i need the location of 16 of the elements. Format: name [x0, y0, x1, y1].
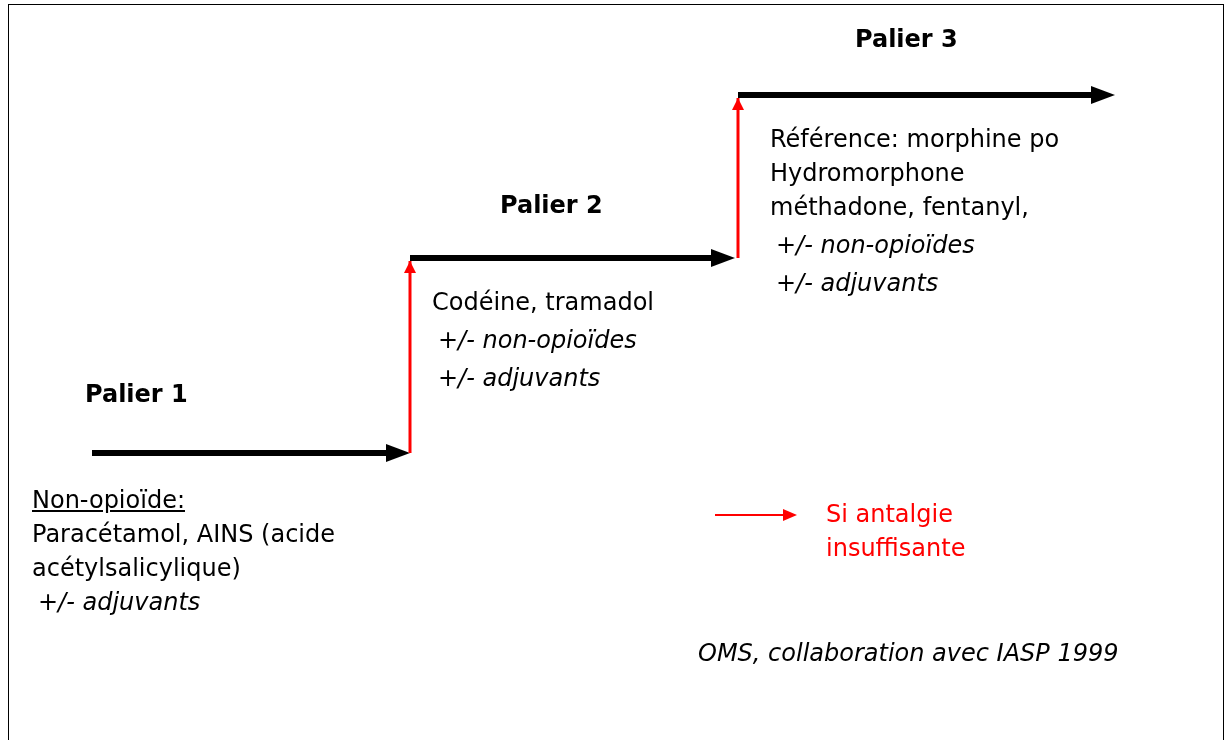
- drug-list: Référence: morphine po Hydromorphone méthadone, fentanyl,: [770, 122, 1105, 224]
- note: +/- adjuvants: [776, 268, 940, 299]
- source-note: OMS, collaboration avec IASP 1999: [698, 638, 1119, 669]
- legend-text: Si antalgie insuffisante: [826, 499, 967, 564]
- arrow: [732, 98, 744, 258]
- note: +/- non-opioïdes: [438, 325, 638, 356]
- step-heading: Palier 1: [85, 379, 188, 410]
- step-heading: Palier 3: [855, 24, 958, 55]
- note: +/- non-opioïdes: [776, 230, 976, 261]
- drug-list: Paracétamol, AINS (acide acétylsalicylique): [32, 517, 402, 585]
- arrow: [404, 261, 416, 453]
- drug-list: Codéine, tramadol: [432, 285, 732, 319]
- category-heading: Non-opioïde:: [32, 485, 185, 516]
- step-heading: Palier 2: [500, 190, 603, 221]
- note: +/- adjuvants: [38, 587, 202, 618]
- note: +/- adjuvants: [438, 363, 602, 394]
